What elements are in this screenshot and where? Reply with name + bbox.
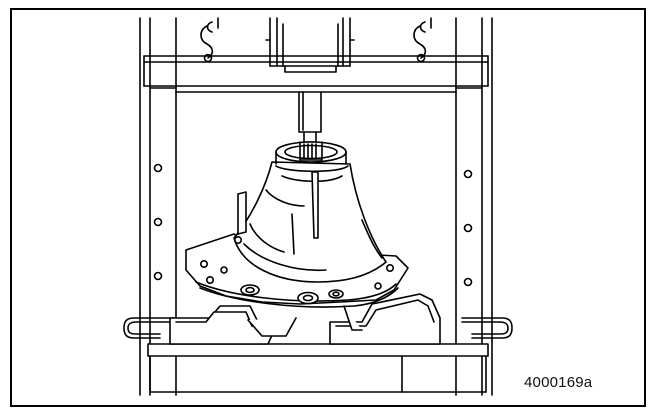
flange-bolt-hole <box>200 259 209 268</box>
hydraulic-cylinder <box>265 17 355 73</box>
flange-bolt-hole <box>220 266 228 274</box>
press-crossbeam <box>143 55 489 93</box>
press-bed <box>147 343 489 393</box>
flange-bolt-hole <box>374 282 382 290</box>
press-right-upright <box>455 17 493 396</box>
upright-hole <box>463 169 473 179</box>
support-plates <box>169 293 441 345</box>
upright-hole <box>463 277 473 287</box>
clutch-housing <box>185 141 409 308</box>
upright-hole <box>153 163 163 173</box>
flange-bolt-hole <box>385 263 394 272</box>
figure-id-label: 4000169a <box>524 374 593 391</box>
bed-handle-left <box>123 317 176 339</box>
upright-hole <box>153 271 163 281</box>
flange-bolt-hole <box>206 275 215 284</box>
press-ram <box>298 91 322 143</box>
upright-hole <box>463 223 473 233</box>
upright-hole <box>153 217 163 227</box>
bed-handle-right <box>461 317 513 339</box>
retaining-pin-left <box>200 17 219 63</box>
flange-bolt-hole <box>234 236 243 245</box>
press-left-upright <box>139 17 177 396</box>
retaining-pin-right <box>413 17 432 63</box>
